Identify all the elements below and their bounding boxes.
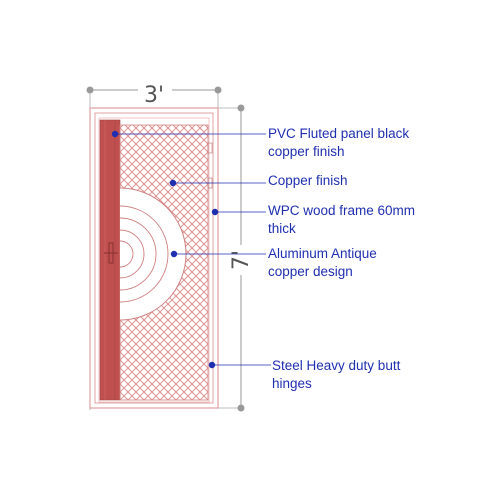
leader-lines xyxy=(111,130,271,369)
fluted-panel xyxy=(99,119,121,401)
note-wpc-frame: WPC wood frame 60mm thick xyxy=(268,203,416,236)
note-aluminum-design: Aluminum Antique copper design xyxy=(268,246,377,279)
door-leaf xyxy=(119,124,209,401)
note-copper-finish: Copper finish xyxy=(268,173,348,188)
door-handle xyxy=(104,242,118,264)
width-label: 3' xyxy=(144,83,164,108)
note-steel-hinges: Steel Heavy duty butt hinges xyxy=(272,358,401,391)
height-label: 7' xyxy=(229,250,254,270)
height-dimension: 7' xyxy=(218,104,254,412)
door-frame xyxy=(89,107,219,409)
note-pvc-fluted-panel: PVC Fluted panel black copper finish xyxy=(268,126,410,159)
